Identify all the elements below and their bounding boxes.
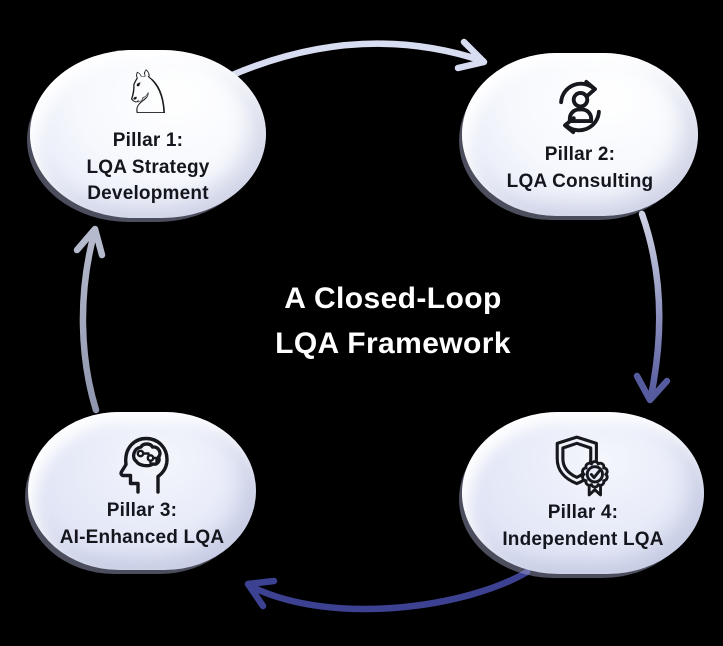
- pillar-1-card: ♘ Pillar 1: LQA Strategy Development: [30, 50, 266, 218]
- pillar-4-card: Pillar 4: Independent LQA: [462, 412, 704, 574]
- pillar-1-label: Pillar 1: LQA Strategy Development: [86, 129, 210, 205]
- person-sync-icon: [549, 74, 611, 140]
- pillar-3-card: Pillar 3: AI-Enhanced LQA: [28, 412, 256, 570]
- arrow-pillar1-to-pillar2: [226, 38, 488, 80]
- title-line-1: A Closed-Loop: [284, 282, 502, 315]
- arrow-pillar4-to-pillar3: [244, 568, 531, 613]
- pillar-2-label: Pillar 2: LQA Consulting: [506, 143, 654, 192]
- chess-knight-icon: ♘: [121, 57, 175, 128]
- pillar-3-label: Pillar 3: AI-Enhanced LQA: [59, 500, 225, 548]
- arrow-pillar3-to-pillar1: [73, 225, 106, 414]
- shield-check-badge-icon: [550, 432, 616, 498]
- pillar-4-label: Pillar 4: Independent LQA: [502, 502, 664, 550]
- ai-head-circuit-icon: [110, 430, 174, 496]
- framework-title: A Closed-Loop LQA Framework: [203, 276, 583, 366]
- title-line-2: LQA Framework: [275, 327, 511, 360]
- pillar-2-card: Pillar 2: LQA Consulting: [462, 53, 698, 216]
- arrow-pillar2-to-pillar4: [633, 210, 671, 404]
